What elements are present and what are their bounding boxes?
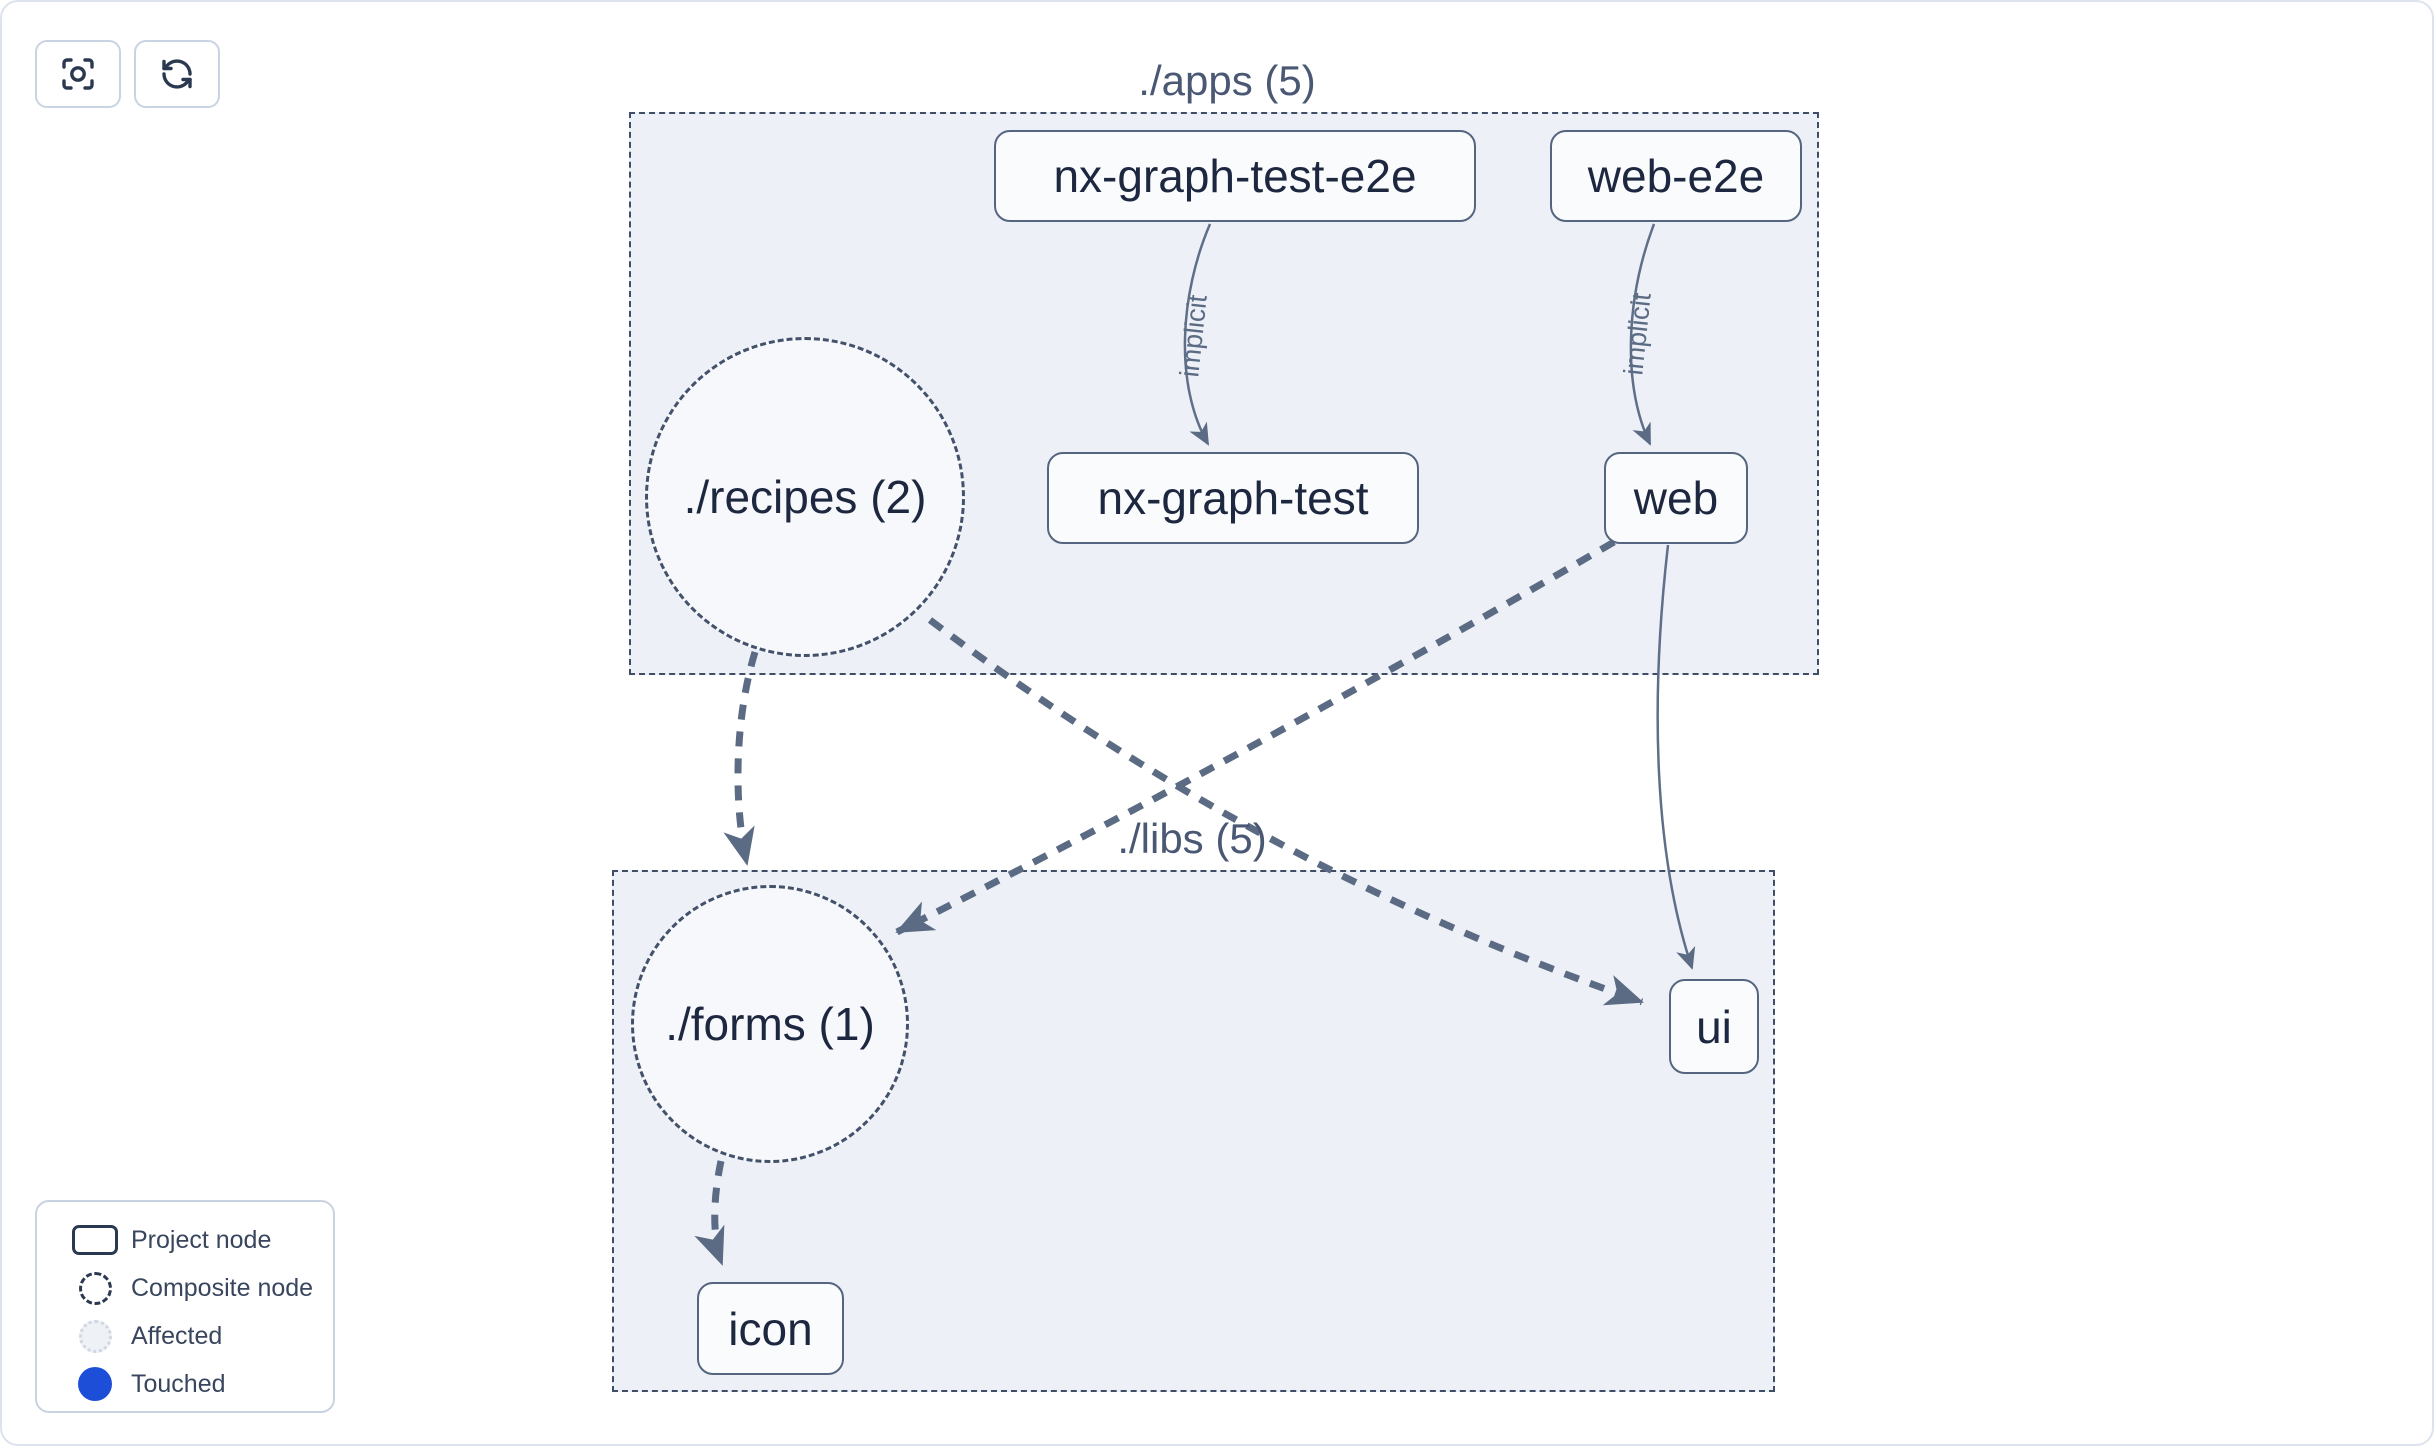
- legend: Project node Composite node Affected Tou…: [35, 1200, 335, 1413]
- project-node-ui[interactable]: ui: [1669, 979, 1759, 1074]
- legend-item-touched: Touched: [59, 1360, 333, 1408]
- composite-node-swatch-icon: [59, 1271, 131, 1305]
- refresh-icon: [157, 54, 197, 94]
- legend-label: Affected: [131, 1321, 223, 1350]
- node-label: nx-graph-test-e2e: [1053, 150, 1417, 202]
- project-node-swatch-icon: [59, 1225, 131, 1255]
- focus-button[interactable]: [35, 40, 121, 108]
- project-node-nx-graph-test-e2e[interactable]: nx-graph-test-e2e: [994, 130, 1476, 222]
- project-node-nx-graph-test[interactable]: nx-graph-test: [1047, 452, 1419, 544]
- touched-swatch-icon: [59, 1365, 131, 1403]
- node-label: icon: [728, 1302, 813, 1355]
- group-label-libs: ./libs (5): [1117, 815, 1267, 862]
- legend-item-project-node: Project node: [59, 1216, 333, 1264]
- composite-node-recipes[interactable]: ./recipes (2): [645, 337, 965, 657]
- legend-label: Project node: [131, 1225, 272, 1254]
- project-node-web-e2e[interactable]: web-e2e: [1550, 130, 1802, 222]
- node-label: web-e2e: [1587, 150, 1765, 202]
- node-label: ui: [1696, 1000, 1732, 1053]
- node-label: web: [1633, 472, 1719, 524]
- node-label: ./recipes (2): [683, 471, 927, 523]
- node-label: nx-graph-test: [1097, 472, 1369, 524]
- edge-recipes-to-forms: [723, 650, 759, 866]
- node-label: ./forms (1): [665, 998, 875, 1050]
- refresh-button[interactable]: [134, 40, 220, 108]
- legend-label: Touched: [131, 1369, 226, 1398]
- focus-icon: [58, 54, 98, 94]
- affected-swatch-icon: [59, 1319, 131, 1353]
- group-label-apps: ./apps (5): [1138, 57, 1316, 104]
- project-node-icon[interactable]: icon: [697, 1282, 844, 1375]
- legend-item-affected: Affected: [59, 1312, 333, 1360]
- composite-node-forms[interactable]: ./forms (1): [631, 885, 909, 1163]
- legend-item-composite-node: Composite node: [59, 1264, 333, 1312]
- project-node-web[interactable]: web: [1604, 452, 1748, 544]
- legend-label: Composite node: [131, 1273, 314, 1302]
